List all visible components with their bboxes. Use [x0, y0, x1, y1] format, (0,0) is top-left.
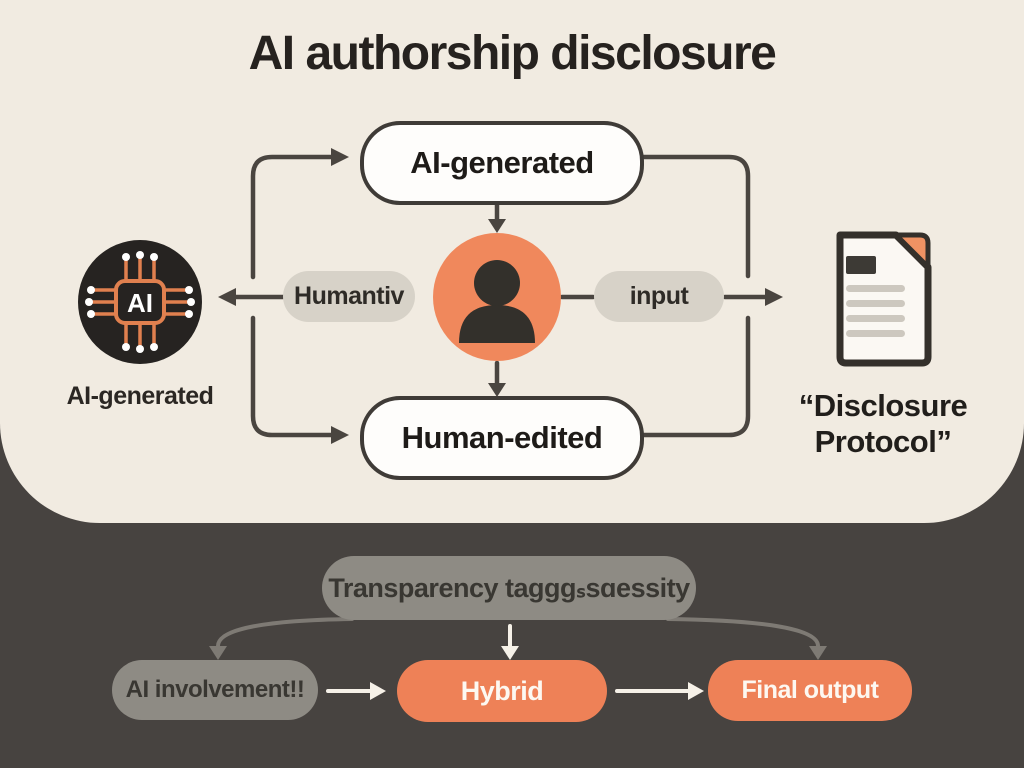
ai-icon-caption: AI-generated: [66, 382, 214, 410]
person-icon: [433, 233, 561, 361]
arrowhead-branch-center: [501, 646, 519, 660]
node-ai-generated-label: AI-generated: [410, 145, 594, 180]
arrowhead-to-hybrid: [370, 682, 386, 700]
node-ai-generated: AI-generated: [360, 121, 644, 205]
ai-involvement-text: AI involvement!!: [125, 676, 305, 703]
final-output-text: Final output: [741, 676, 879, 704]
final-output-pill: Final output: [708, 660, 912, 721]
label-pill-human-text: Humantiv: [294, 282, 404, 310]
page-title: AI authorship disclosure: [248, 27, 777, 80]
arrowhead-branch-left: [209, 646, 227, 660]
ai-chip-icon: AI: [78, 240, 202, 364]
branch-right-line: [666, 617, 820, 648]
ai-chip-text: AI: [127, 288, 153, 318]
branch-left-line: [216, 617, 354, 648]
hybrid-pill: Hybrid: [397, 660, 607, 722]
label-pill-input-text: input: [629, 282, 689, 310]
label-pill-human: Humantiv: [283, 271, 415, 322]
node-human-edited: Human-edited: [360, 396, 644, 480]
person-silhouette: [459, 260, 535, 343]
hybrid-text: Hybrid: [460, 675, 544, 706]
arrowhead-branch-right: [809, 646, 827, 660]
transparency-tag-pill: Transparency tagggₛsɑessity: [322, 556, 696, 620]
ai-involvement-pill: AI involvement!!: [112, 660, 318, 720]
node-human-edited-label: Human-edited: [401, 420, 603, 455]
label-pill-input: input: [594, 271, 724, 322]
document-caption: “Disclosure Protocol”: [798, 388, 968, 459]
document-icon: [824, 229, 936, 370]
arrowhead-to-final: [688, 682, 704, 700]
transparency-tag-text: Transparency tagggₛsɑessity: [328, 572, 690, 603]
